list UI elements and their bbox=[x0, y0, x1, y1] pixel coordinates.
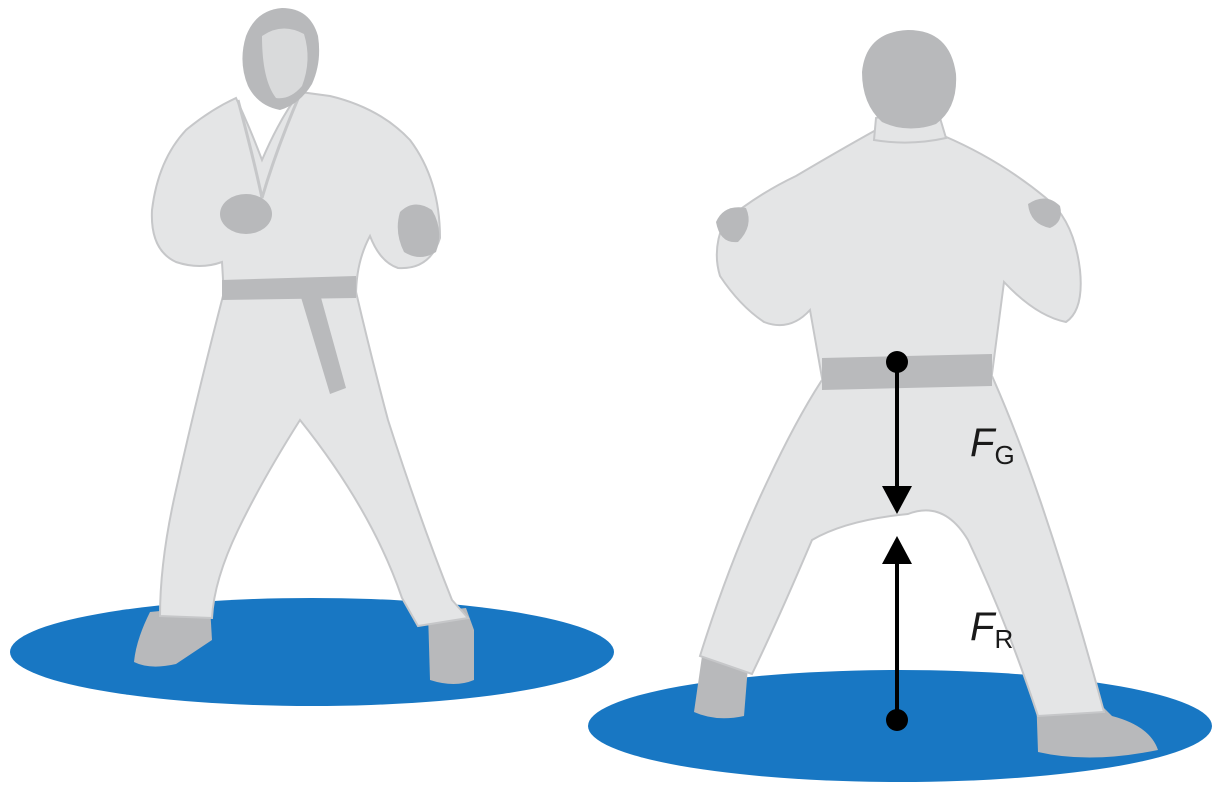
karateka-back-view bbox=[588, 30, 1212, 782]
left-figure-belt bbox=[222, 276, 356, 300]
reaction-arrowhead bbox=[882, 536, 912, 564]
mat-left bbox=[10, 598, 614, 706]
gravity-label-symbol: F bbox=[970, 421, 997, 465]
right-figure-head bbox=[862, 30, 956, 129]
left-figure-right-fist bbox=[220, 194, 272, 234]
left-figure-pants bbox=[160, 292, 468, 626]
gravity-label-subscript: G bbox=[994, 440, 1014, 470]
right-figure-jacket bbox=[717, 130, 1081, 378]
reaction-label-symbol: F bbox=[970, 605, 997, 649]
reaction-label-subscript: R bbox=[994, 624, 1013, 654]
left-figure-left-fist bbox=[398, 204, 439, 257]
karateka-front-view bbox=[10, 8, 614, 706]
left-figure-jacket bbox=[152, 92, 440, 296]
